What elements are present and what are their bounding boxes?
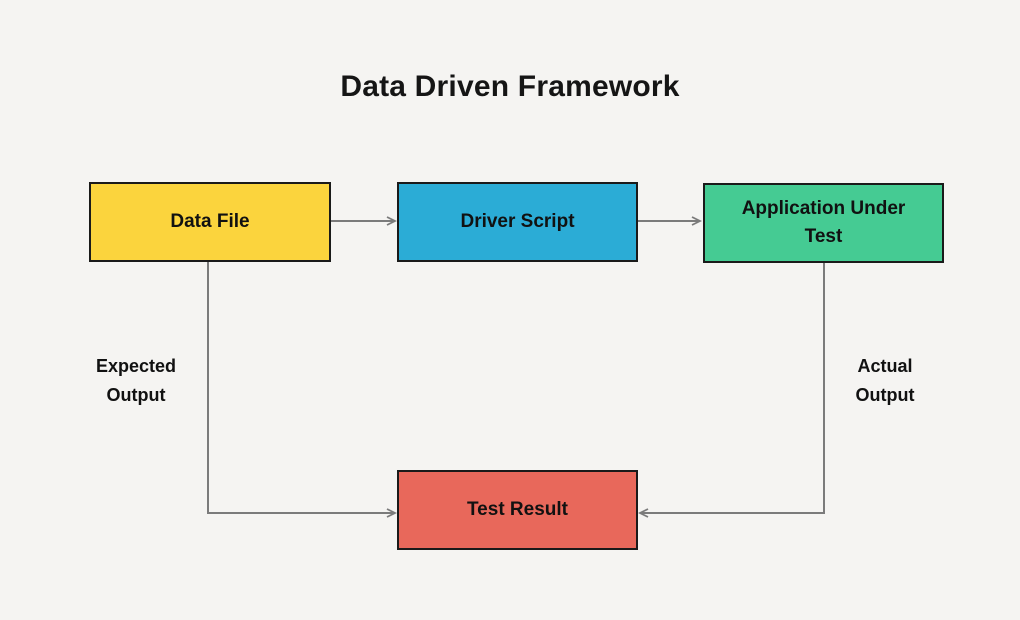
edge-data-file-to-test-result [207,262,395,513]
node-driver-script-label: Driver Script [460,211,575,232]
diagram-title: Data Driven Framework [340,70,680,103]
node-application-under-test: Application Under Test [703,183,944,263]
node-data-file: Data File [89,182,331,262]
node-test-result: Test Result [397,470,638,550]
edge-label-actual-output: Actual Output [855,356,915,405]
edge-aut-to-test-result [640,263,825,513]
node-application-under-test-label: Application Under Test [741,198,906,247]
edge-label-expected-output: Expected Output [95,356,177,405]
node-driver-script: Driver Script [397,182,638,262]
node-test-result-label: Test Result [466,499,568,520]
node-data-file-label: Data File [170,211,250,232]
